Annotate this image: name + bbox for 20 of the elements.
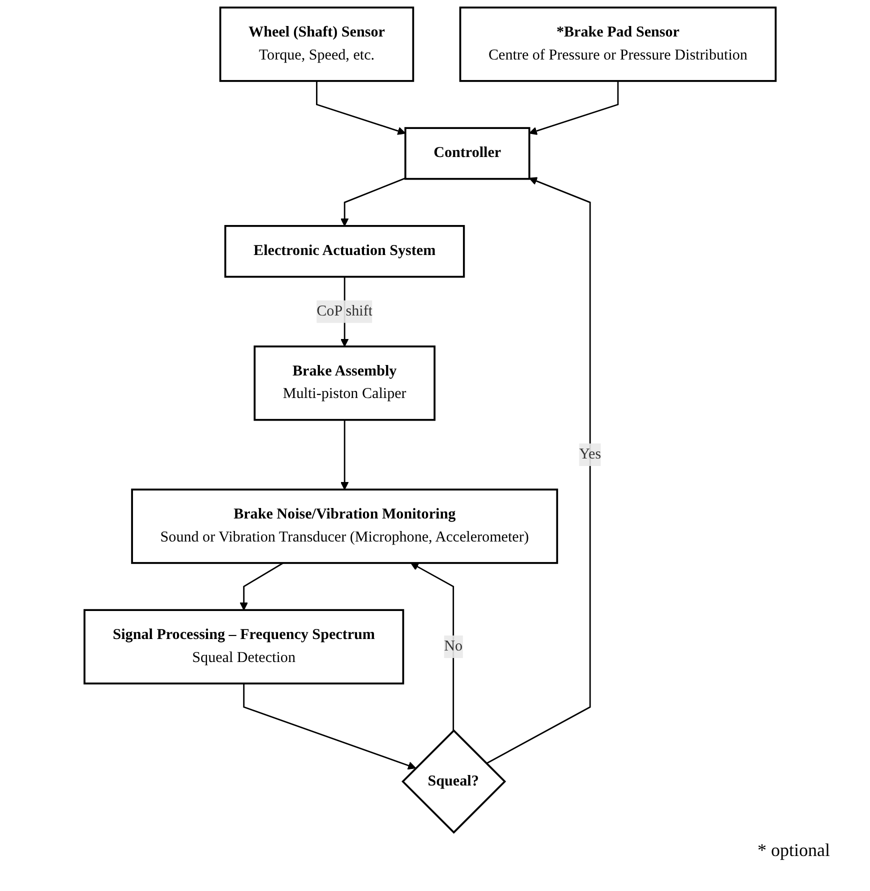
node-box: Wheel (Shaft) Sensor Torque, Speed, etc. [219,6,414,82]
node-box: Controller [404,127,530,180]
node-box: Brake Assembly Multi-piston Caliper [254,346,436,421]
edge-label: No [444,638,462,654]
node-box: *Brake Pad Sensor Centre of Pressure or Pressure Distribution [459,6,777,82]
arrow [528,80,619,135]
arrow [486,177,591,764]
edge-label: Yes [579,446,601,462]
arrow [340,420,349,490]
node-box: Electronic Actuation System [224,225,465,278]
arrow [240,562,284,610]
node-diamond: Squeal? [401,729,506,834]
node-box: Signal Processing – Frequency Spectrum Squeal Detection [83,609,404,684]
edge-label: CoP shift [316,303,372,320]
arrow [340,178,406,226]
footnote: * optional [756,840,830,861]
node-box: Brake Noise/Vibration Monitoring Sound or Vibration Transducer (Microphone, Accelerometer) [131,488,558,564]
arrow [316,80,406,135]
arrow [410,562,454,731]
arrow [243,683,416,770]
